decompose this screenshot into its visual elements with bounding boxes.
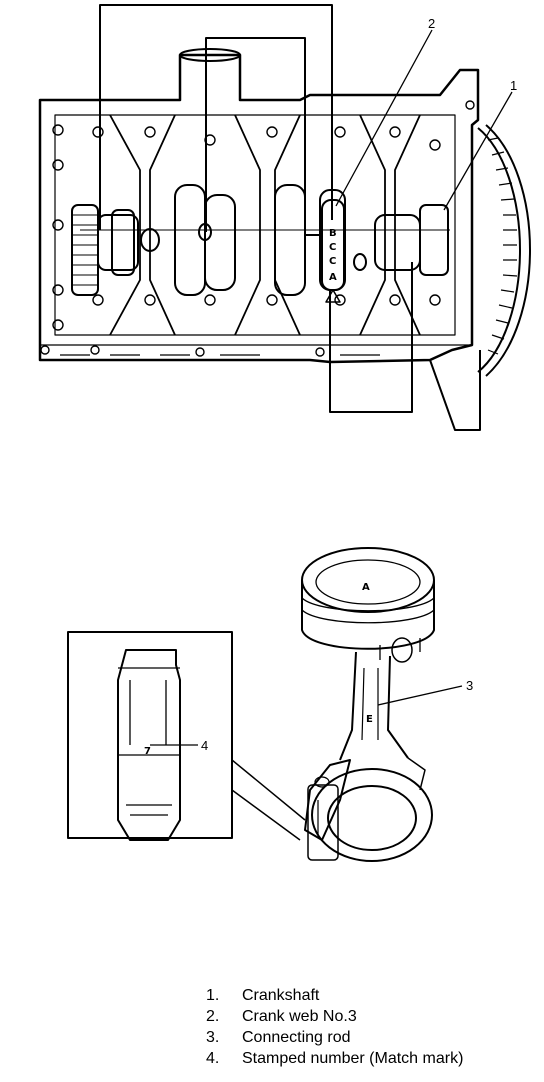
callout-4: 4 xyxy=(201,738,208,753)
legend-num: 4. xyxy=(206,1050,220,1067)
detail-inset xyxy=(67,631,306,841)
legend-text: Connecting rod xyxy=(242,1029,351,1046)
legend-num: 2. xyxy=(206,1008,220,1025)
legend-num: 1. xyxy=(206,987,220,1004)
piston-mark: A xyxy=(362,582,370,593)
cylinder-block xyxy=(38,48,481,431)
callout-2-leader xyxy=(335,29,433,207)
callout-labels: 2 1 3 4 xyxy=(201,16,517,753)
web-letters: B C C A xyxy=(329,228,337,283)
parts-legend: 1. Crankshaft 2. Crank web No.3 3. Connecti… xyxy=(206,985,544,1069)
legend-item-stamped-number: 4. Stamped number (Match mark) xyxy=(206,1048,544,1069)
legend-num: 3. xyxy=(206,1029,220,1046)
legend-text: Crank web No.3 xyxy=(242,1008,357,1025)
legend-text: Crankshaft xyxy=(242,987,320,1004)
callout-3: 3 xyxy=(466,678,473,693)
legend-text: Stamped number (Match mark) xyxy=(242,1050,464,1067)
web-letter-2: C xyxy=(329,242,336,253)
piston xyxy=(301,547,435,663)
callout-1-leader xyxy=(443,91,513,211)
legend-item-connecting-rod: 3. Connecting rod xyxy=(206,1027,544,1048)
web-letter-1: B xyxy=(329,228,337,239)
web-letter-3: C xyxy=(329,256,336,267)
rod-stamp-mark: 7 xyxy=(144,746,151,757)
connecting-rod xyxy=(304,651,463,862)
web-letter-4: A xyxy=(329,272,337,283)
callout-2: 2 xyxy=(428,16,435,31)
callout-1: 1 xyxy=(510,78,517,93)
legend-item-crank-web: 2. Crank web No.3 xyxy=(206,1006,544,1027)
legend-item-crankshaft: 1. Crankshaft xyxy=(206,985,544,1006)
rod-beam-mark: E xyxy=(366,714,373,725)
